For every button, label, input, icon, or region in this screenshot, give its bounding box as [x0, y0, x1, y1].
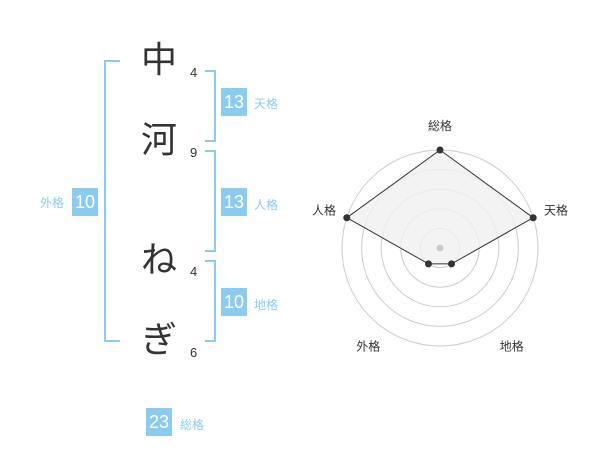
radar-axis-label-5: 人格: [312, 202, 336, 217]
chikaku-value: 10: [221, 288, 247, 316]
radar-axis-label-3: 地格: [500, 339, 524, 354]
soukaku-value: 23: [146, 408, 172, 436]
tenkaku-bracket: [205, 70, 216, 142]
name-char-4: ぎ: [140, 320, 177, 361]
radar-point-3: [448, 260, 456, 268]
stroke-count-3: 4: [190, 264, 198, 279]
gaikaku-bracket: [104, 60, 120, 342]
radar-axis-label-1: 総格: [428, 118, 452, 133]
chikaku-label: 地格: [254, 298, 279, 312]
name-char-2: 河: [140, 120, 177, 161]
gaikaku-label: 外格: [40, 196, 65, 210]
radar-center-dot: [436, 244, 444, 252]
jinkaku-value: 13: [221, 188, 247, 216]
name-char-1: 中: [140, 40, 177, 81]
radar-point-5: [343, 214, 351, 222]
name-char-3: ね: [140, 240, 177, 281]
radar-point-2: [529, 214, 537, 222]
tenkaku-label: 天格: [254, 97, 279, 111]
radar-point-1: [436, 146, 444, 154]
radar-polygon: [345, 149, 535, 265]
stroke-count-1: 4: [190, 65, 198, 80]
stroke-count-2: 9: [190, 145, 198, 160]
jinkaku-bracket: [205, 150, 216, 252]
tenkaku-value: 13: [221, 88, 247, 116]
stroke-count-4: 6: [190, 345, 198, 360]
radar-axis-label-2: 天格: [544, 202, 568, 217]
gaikaku-value: 10: [72, 188, 98, 216]
jinkaku-label: 人格: [254, 198, 279, 212]
soukaku-label: 総格: [180, 418, 205, 432]
radar-axis-label-4: 外格: [356, 339, 380, 354]
chikaku-bracket: [205, 260, 216, 342]
radar-point-4: [424, 260, 432, 268]
